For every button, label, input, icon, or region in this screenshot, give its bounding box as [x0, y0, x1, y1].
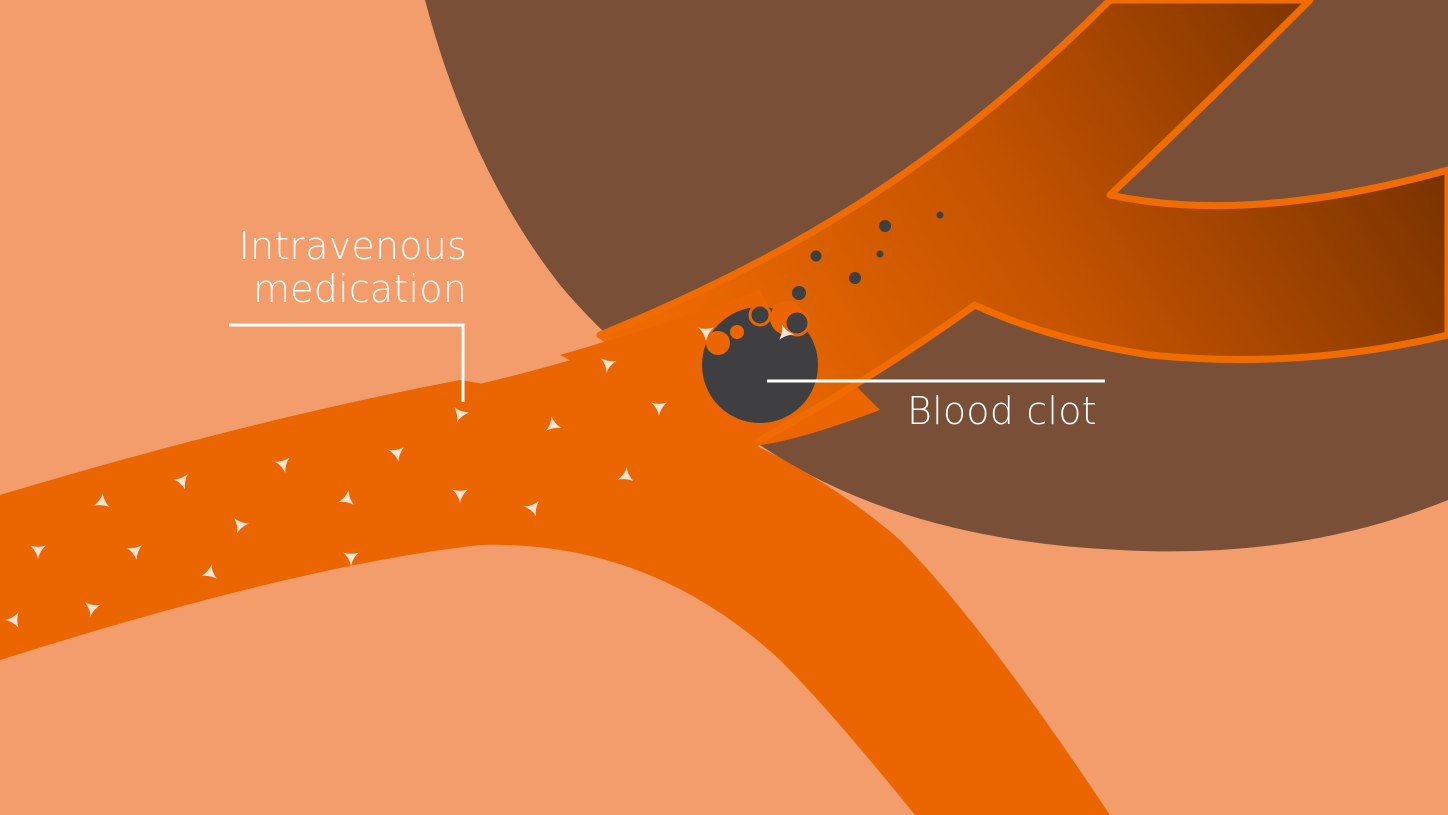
- medication-label: Intravenous medication: [239, 225, 467, 310]
- medication-label-line2: medication: [252, 266, 467, 311]
- clot-label: Blood clot: [907, 389, 1097, 433]
- medication-label-line1: Intravenous: [238, 224, 467, 268]
- vessel-upper-branch: [596, 0, 1448, 444]
- clot-fragments: [792, 211, 944, 300]
- medication-callout-line: [229, 323, 465, 402]
- blood-clot: [702, 301, 818, 423]
